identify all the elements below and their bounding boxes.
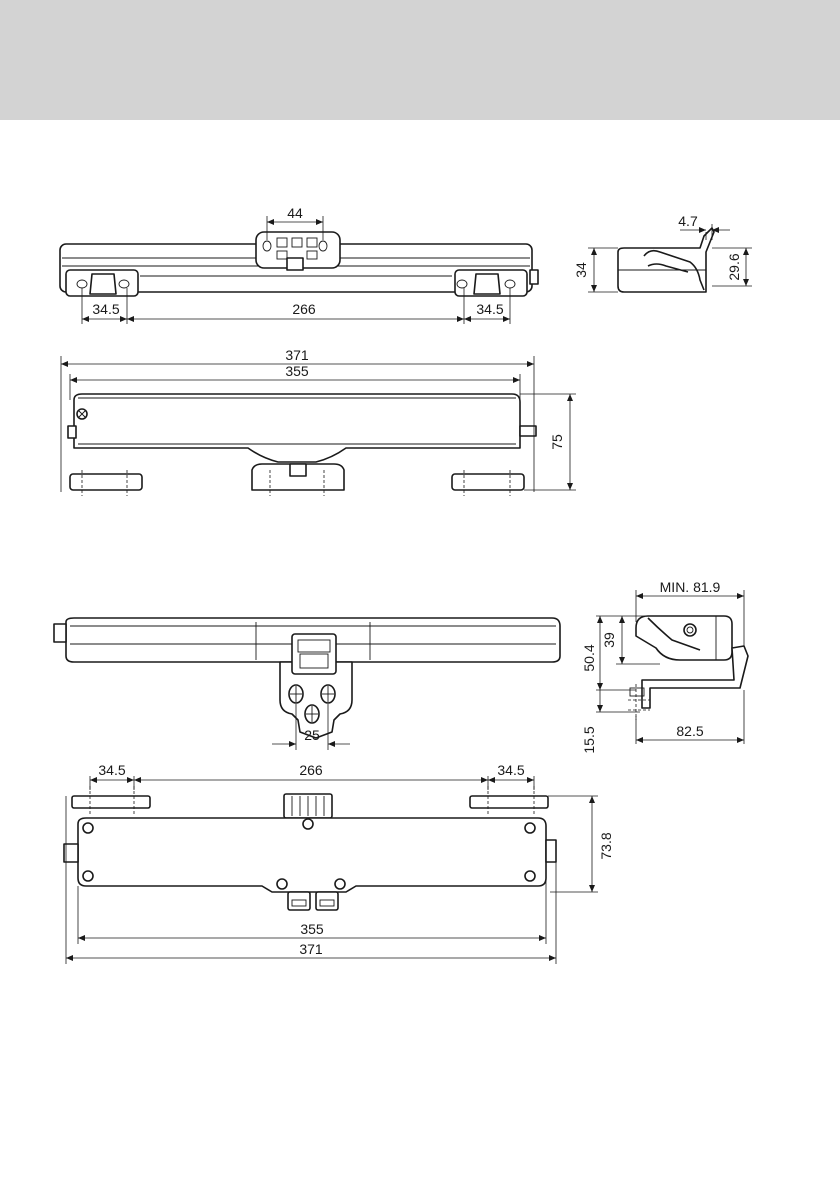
dim-label-34: 34	[573, 262, 589, 278]
dim-label-39: 39	[601, 632, 617, 648]
v1-front-view	[68, 394, 536, 496]
dim-label-371: 371	[285, 347, 309, 363]
dim-label-73-8: 73.8	[598, 832, 614, 859]
dim-label-75: 75	[549, 434, 565, 450]
dim-label-355-bottom: 355	[300, 921, 324, 937]
dim-label-15-5: 15.5	[581, 726, 597, 753]
dim-label-min-81-9: MIN. 81.9	[660, 579, 721, 595]
dim-label-50-4: 50.4	[581, 644, 597, 671]
dim-label-371-bottom: 371	[299, 941, 323, 957]
dim-label-82-5: 82.5	[676, 723, 703, 739]
dim-label-34-5-left: 34.5	[92, 301, 119, 317]
v2-bottom-view	[64, 786, 556, 910]
dim-label-25: 25	[304, 727, 320, 743]
dim-label-34-5-bottom-left: 34.5	[98, 762, 125, 778]
v2-side-view	[596, 590, 748, 744]
dim-label-44: 44	[287, 205, 303, 221]
dim-label-29-6: 29.6	[726, 253, 742, 280]
dim-label-266: 266	[292, 301, 316, 317]
dim-label-355: 355	[285, 363, 309, 379]
v1-top-view	[60, 232, 538, 296]
dim-label-34-5-bottom-right: 34.5	[497, 762, 524, 778]
dim-label-34-5-right: 34.5	[476, 301, 503, 317]
dim-label-4-7: 4.7	[678, 213, 698, 229]
dim-label-266-bottom: 266	[299, 762, 323, 778]
